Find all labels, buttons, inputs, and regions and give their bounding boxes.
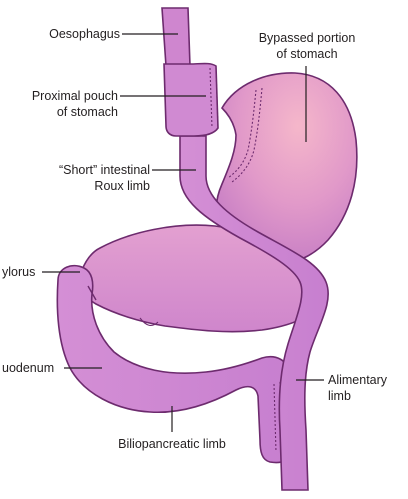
label-proximal-line1: Proximal pouch [4,88,118,104]
label-pylorus-text: ylorus [2,264,42,280]
label-proximal-pouch: Proximal pouch of stomach [4,88,118,120]
label-pylorus: ylorus [2,264,42,280]
label-proximal-line2: of stomach [4,104,118,120]
label-oesophagus: Oesophagus [20,26,120,42]
label-alimentary-limb: Alimentary limb [328,372,404,404]
label-oesophagus-text: Oesophagus [20,26,120,42]
label-bypassed-line1: Bypassed portion [242,30,372,46]
proximal-pouch [164,64,218,137]
label-alimentary-line2: limb [328,388,404,404]
label-roux-line1: “Short” intestinal [4,162,150,178]
label-roux-limb: “Short” intestinal Roux limb [4,162,150,194]
label-duodenum: uodenum [2,360,64,376]
oesophagus [162,8,190,66]
label-duodenum-text: uodenum [2,360,64,376]
label-alimentary-line1: Alimentary [328,372,404,388]
label-biliopancreatic-text: Biliopancreatic limb [100,436,244,452]
label-roux-line2: Roux limb [4,178,150,194]
label-bypassed-stomach: Bypassed portion of stomach [242,30,372,62]
label-bypassed-line2: of stomach [242,46,372,62]
label-biliopancreatic-limb: Biliopancreatic limb [100,436,244,452]
